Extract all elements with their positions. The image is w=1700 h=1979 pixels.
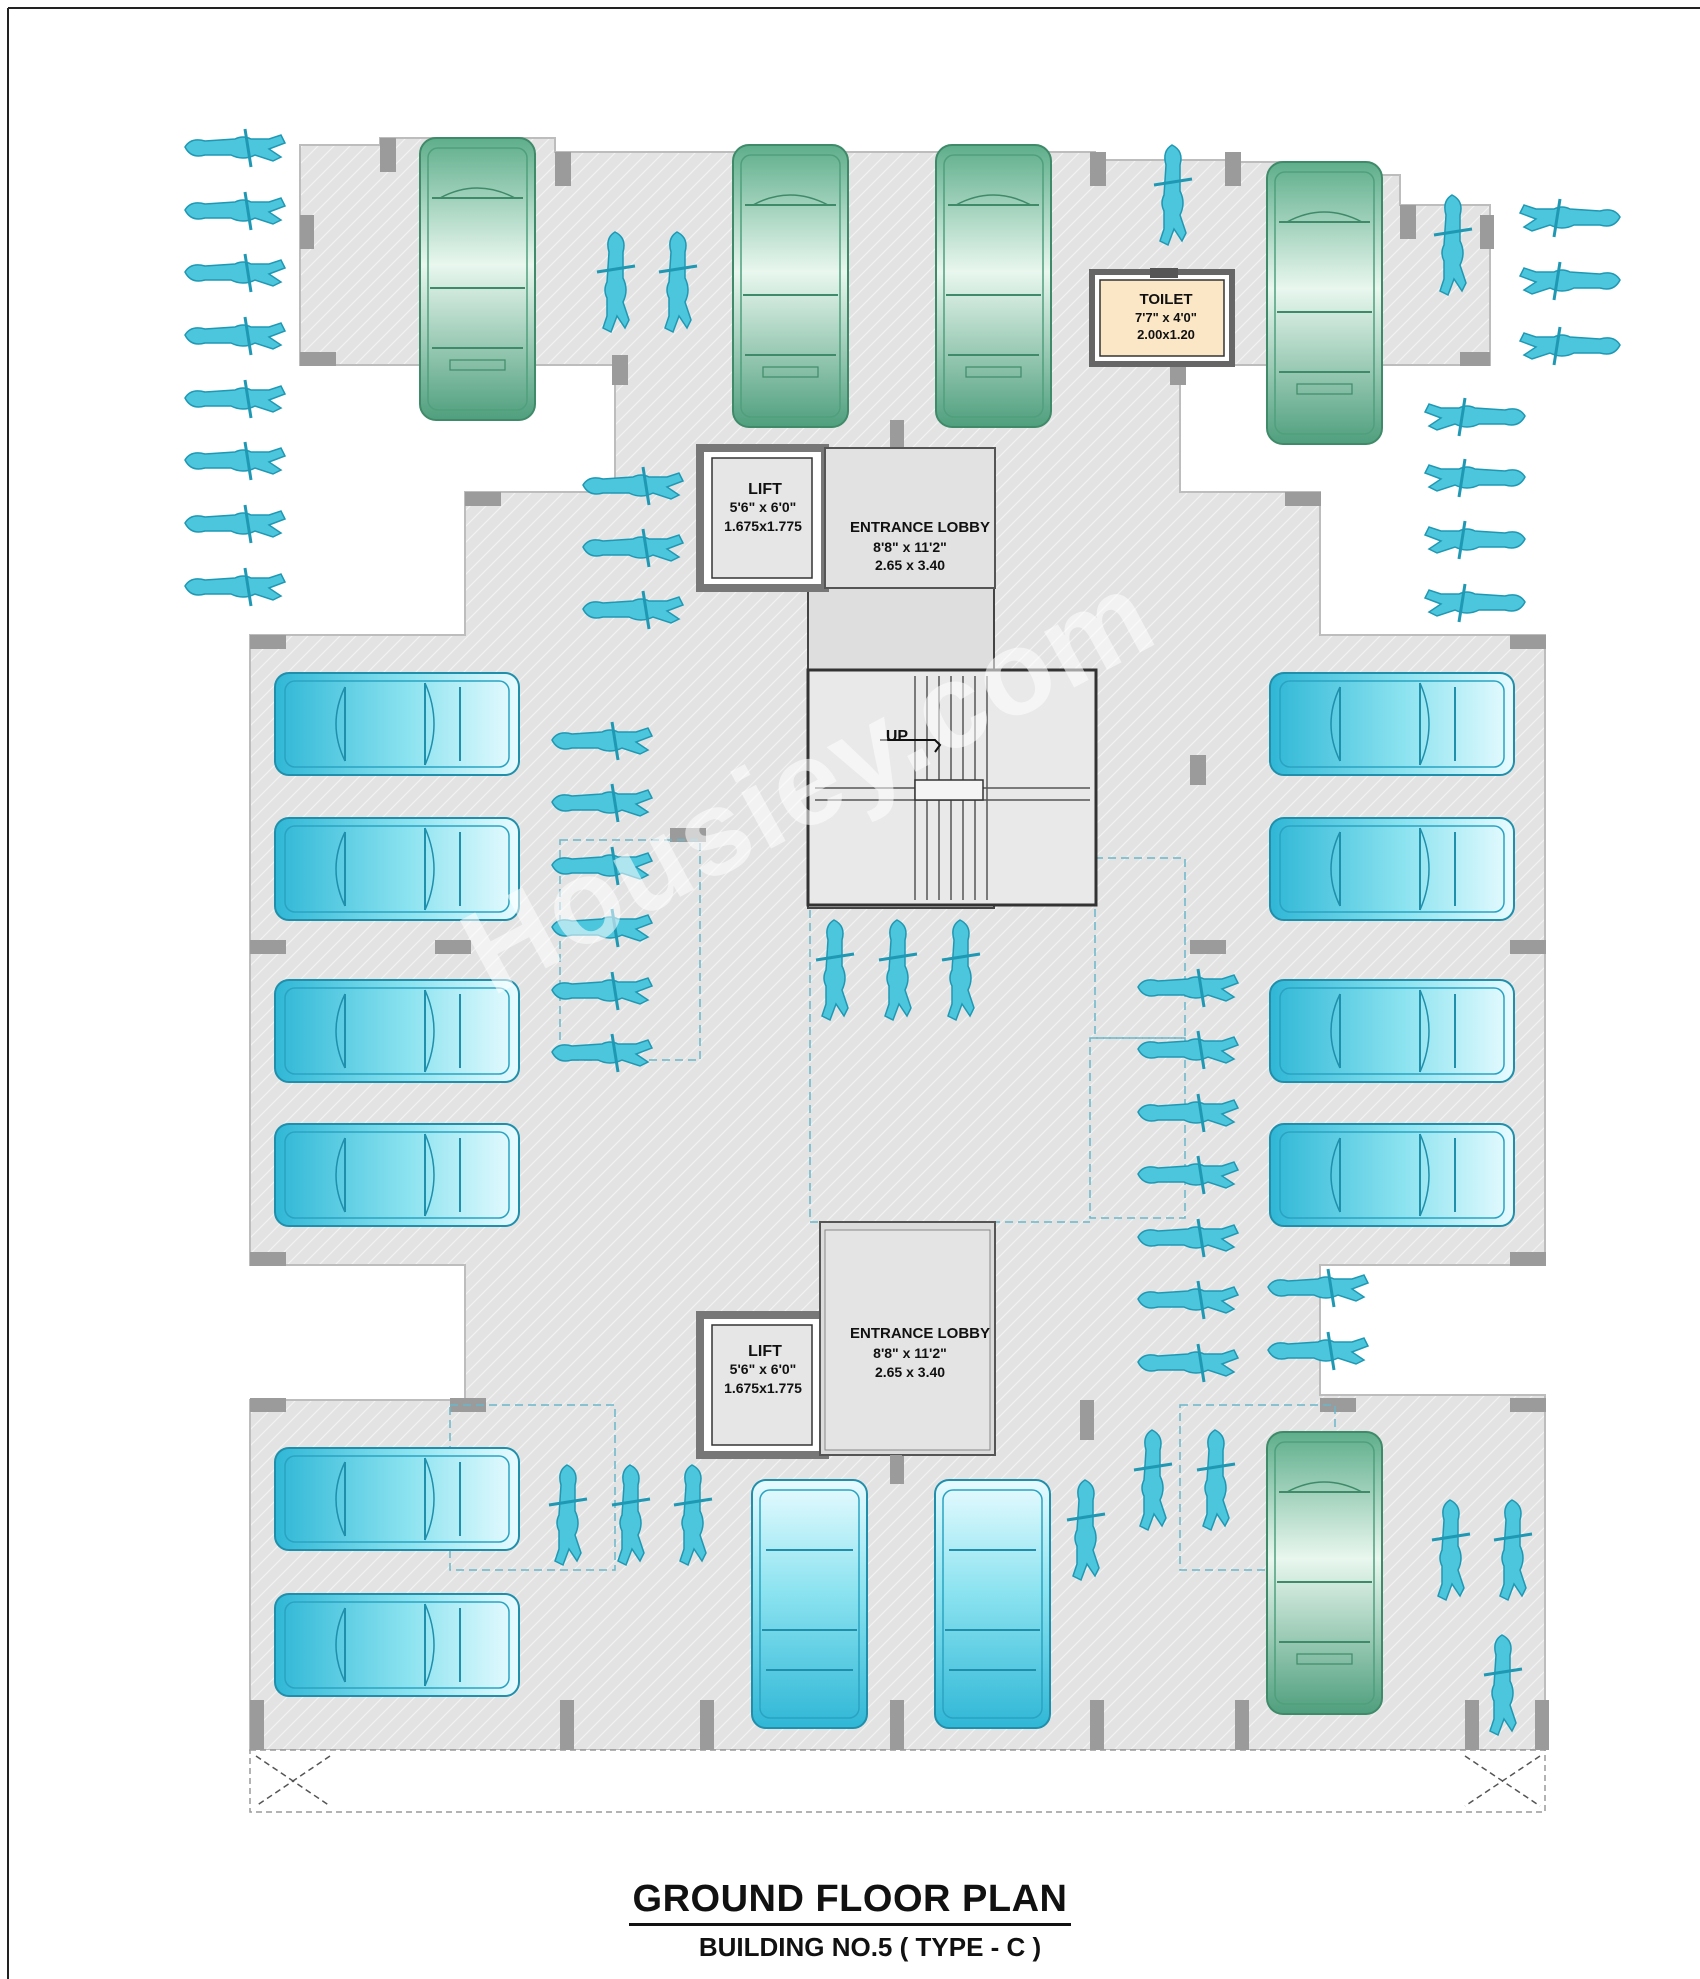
car-teal (1269, 817, 1515, 921)
front-margin-strip (249, 1749, 1546, 1813)
toilet-name: TOILET (1139, 291, 1192, 308)
columns (250, 138, 1549, 1750)
lobby-top-size-ft: 8'8" x 11'2" (873, 539, 947, 555)
car-green (1266, 1431, 1383, 1715)
bike (1423, 582, 1527, 624)
car-teal (1269, 1123, 1515, 1227)
car-green (1266, 161, 1383, 445)
lobby-top: ENTRANCE LOBBY 8'8" x 11'2" 2.65 x 3.40 (824, 447, 996, 589)
lift-top: LIFT 5'6" x 6'0" 1.675x1.775 (696, 444, 829, 592)
title-block: GROUND FLOOR PLAN BUILDING NO.5 ( TYPE -… (0, 1878, 1700, 1963)
lobby-bottom-name: ENTRANCE LOBBY (850, 1325, 990, 1342)
lobby-bottom-size-m: 2.65 x 3.40 (875, 1364, 945, 1380)
car-teal-vertical (751, 1479, 868, 1729)
bike (183, 315, 287, 357)
car-green (935, 144, 1052, 428)
car-green (732, 144, 849, 428)
bike (1518, 325, 1622, 367)
lift-top-name: LIFT (748, 481, 782, 498)
car-teal-vertical (934, 1479, 1051, 1729)
lift-top-size-ft: 5'6" x 6'0" (730, 499, 797, 515)
plan-title: GROUND FLOOR PLAN (628, 1878, 1072, 1926)
lift-bottom-size-m: 1.675x1.775 (724, 1380, 802, 1396)
car-teal (1269, 979, 1515, 1083)
bike (1518, 197, 1622, 239)
lift-bottom: LIFT 5'6" x 6'0" 1.675x1.775 (696, 1311, 829, 1459)
car-teal (274, 1593, 520, 1697)
bike (183, 503, 287, 545)
lobby-top-size-m: 2.65 x 3.40 (875, 557, 945, 573)
car-teal (1269, 672, 1515, 776)
bike (1423, 519, 1527, 561)
two-wheelers-outside-left (183, 127, 287, 608)
stair-up-label: UP (886, 728, 909, 745)
corner-markers (255, 1755, 1541, 1807)
page-border (7, 7, 1700, 1979)
toilet-size-m: 2.00x1.20 (1137, 327, 1195, 342)
lift-bottom-size-ft: 5'6" x 6'0" (730, 1361, 797, 1377)
lift-top-size-m: 1.675x1.775 (724, 518, 802, 534)
toilet: TOILET 7'7" x 4'0" 2.00x1.20 (1089, 268, 1235, 367)
bike (1423, 396, 1527, 438)
plan-subtitle: BUILDING NO.5 ( TYPE - C ) (698, 1932, 1042, 1962)
car-green (419, 137, 536, 421)
lobby-bottom-size-ft: 8'8" x 11'2" (873, 1345, 947, 1361)
bike (1518, 260, 1622, 302)
bike (183, 190, 287, 232)
bike (183, 566, 287, 608)
car-teal (274, 1123, 520, 1227)
lobby-bottom: ENTRANCE LOBBY 8'8" x 11'2" 2.65 x 3.40 (819, 1221, 996, 1481)
bike (183, 440, 287, 482)
lobby-top-name: ENTRANCE LOBBY (850, 519, 990, 536)
bike (183, 252, 287, 294)
car-teal (274, 1447, 520, 1551)
lift-bottom-name: LIFT (748, 1343, 782, 1360)
bike (1423, 457, 1527, 499)
parked-cars-left (274, 672, 520, 1697)
bike (183, 378, 287, 420)
car-teal (274, 979, 520, 1083)
car-teal (274, 672, 520, 776)
bike (183, 127, 287, 169)
toilet-size-ft: 7'7" x 4'0" (1135, 310, 1197, 325)
